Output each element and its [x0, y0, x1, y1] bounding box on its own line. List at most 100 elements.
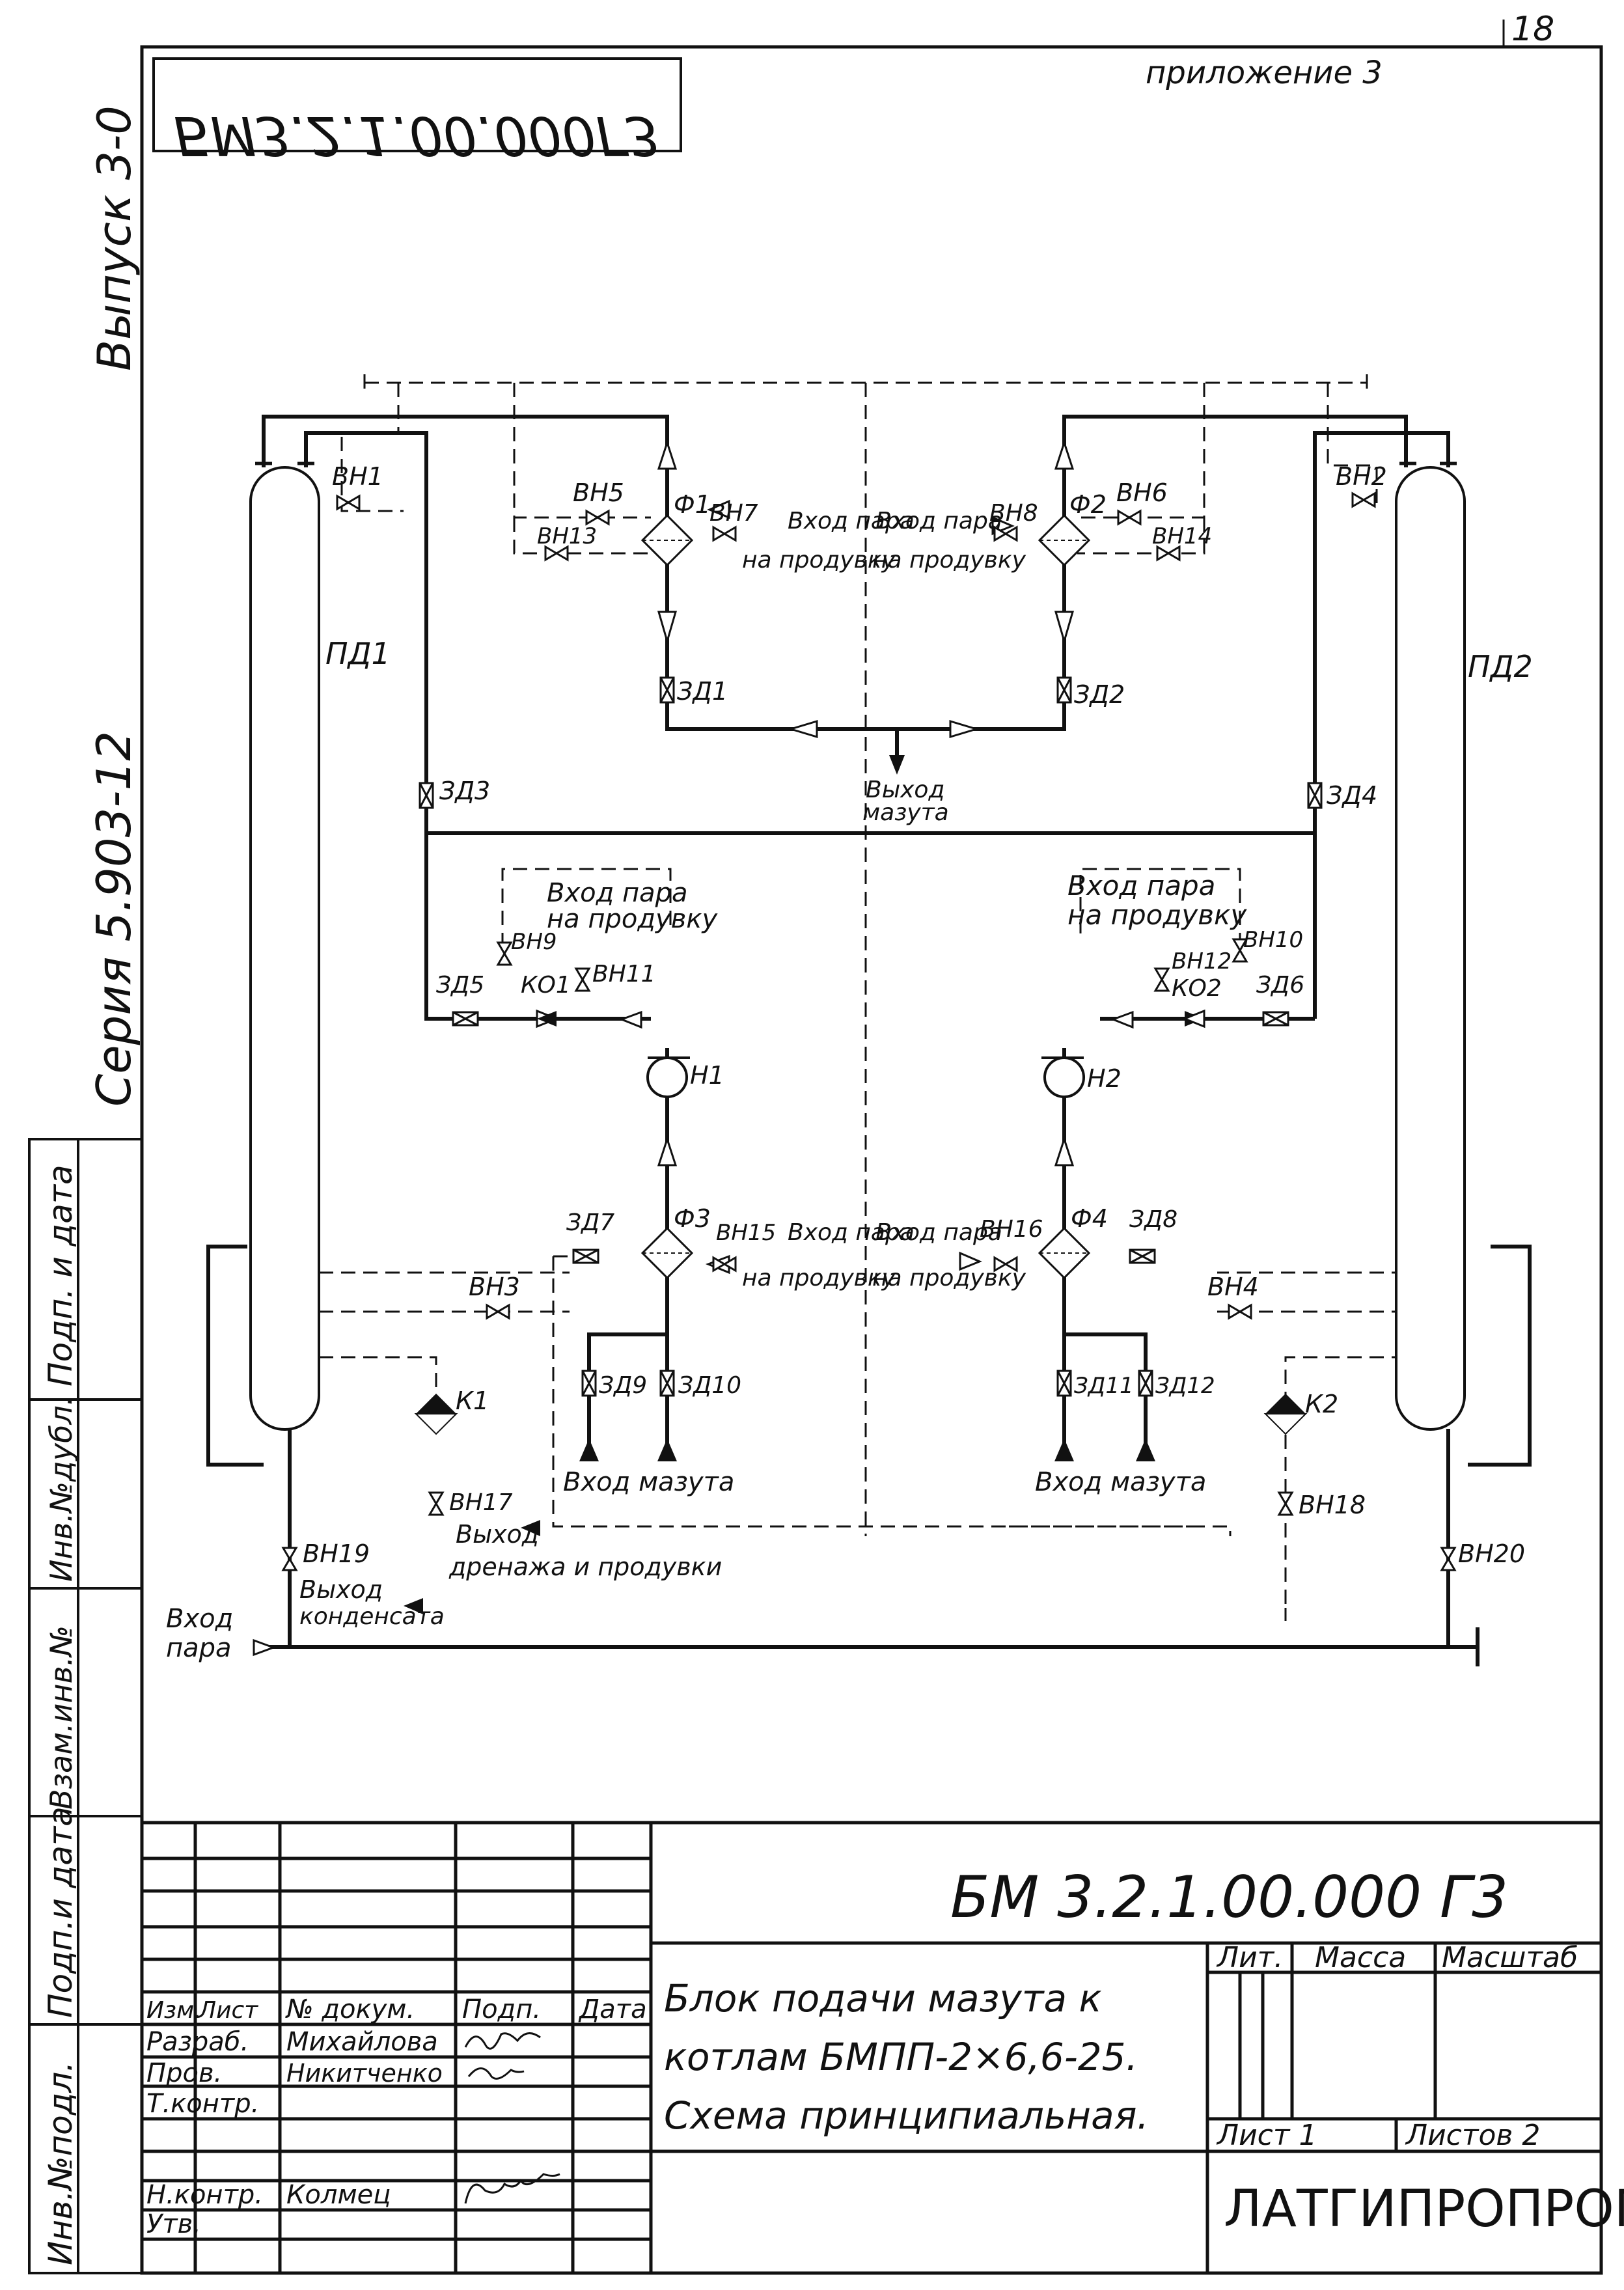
trap-k1: [414, 1393, 458, 1435]
pump-label-n2: Н2: [1087, 1064, 1122, 1093]
gate-label-zd12: ЗД12: [1155, 1373, 1215, 1399]
pump-label-n1: Н1: [690, 1061, 724, 1090]
gate-label-zd8: ЗД8: [1129, 1206, 1177, 1233]
steam-in-label-5b: на продувку: [742, 1265, 896, 1291]
col-header-doc: № докум.: [285, 1994, 415, 2024]
drain-label-b: дренажа и продувки: [448, 1552, 722, 1581]
role-row-1: Разраб.: [146, 2027, 249, 2057]
valve-label-vn19: ВН19: [303, 1539, 370, 1568]
valve-label-vn15: ВН15: [716, 1220, 776, 1246]
valve-label-vn16: ВН16: [980, 1216, 1043, 1243]
sheets-label: Листов 2: [1405, 2119, 1540, 2152]
vessel-pd2: [1395, 462, 1466, 1431]
col-header-izm: Изм.: [146, 1997, 202, 2024]
side-stamp: [28, 1138, 143, 2274]
gate-label-zd5: ЗД5: [436, 972, 484, 999]
appendix-label: приложение 3: [1146, 55, 1383, 91]
steam-in-label-1a: Вход пара: [788, 508, 915, 534]
margin-series: Серия 5.903-12: [87, 731, 141, 1107]
col-header-date: Дата: [578, 1994, 647, 2024]
role-row-6: Утв.: [146, 2209, 201, 2239]
valve-label-vn6: ВН6: [1116, 478, 1168, 507]
margin-issue: Выпуск 3-0: [88, 105, 141, 371]
gate-label-zd3: ЗД3: [439, 777, 490, 805]
check-label-ko1: КО1: [521, 972, 571, 999]
margin-field-1: Подп. и дата: [42, 1165, 79, 1386]
valve-label-vn1: ВН1: [332, 462, 383, 491]
margin-field-4: Подп.и дата: [42, 1806, 79, 2018]
valve-label-vn3: ВН3: [469, 1273, 520, 1301]
valve-label-vn20: ВН20: [1458, 1539, 1525, 1568]
valve-label-vn8: ВН8: [989, 500, 1038, 527]
steam-in-label-2a: Вход пара: [875, 508, 1002, 534]
fuel-in-label-right: Вход мазута: [1035, 1467, 1206, 1497]
role-row-5: Н.контр.: [146, 2180, 263, 2210]
fuel-solid-pipes: [206, 415, 1532, 1666]
mirrored-code: БМ3.2.1.00.000Г3: [174, 104, 660, 166]
title-line-3: Схема принципиальная.: [664, 2093, 1149, 2138]
gate-label-zd7: ЗД7: [566, 1209, 614, 1236]
condensate-label-a: Выход: [299, 1575, 383, 1604]
check-ko2: [1181, 1009, 1205, 1028]
valve-label-vn4: ВН4: [1207, 1273, 1259, 1301]
col-header-sign: Подп.: [462, 1994, 541, 2024]
sheet-label: Лист 1: [1216, 2119, 1317, 2152]
scale-label: Масштаб: [1442, 1941, 1578, 1974]
steam-in-label-3a: Вход пара: [547, 878, 688, 908]
name-row-2: Никитченко: [286, 2059, 443, 2088]
steam-in-label-6a: Вход пара: [875, 1219, 1002, 1246]
steam-in-label-3b: на продувку: [547, 904, 718, 934]
mirrored-stamp-box: [152, 57, 682, 152]
trap-label-k2: К2: [1305, 1390, 1338, 1418]
signatures: [464, 2032, 560, 2204]
valve-label-vn13: ВН13: [537, 523, 597, 549]
gate-label-zd9: ЗД9: [599, 1372, 647, 1399]
drawing-frame: [140, 45, 1603, 2275]
valve-label-vn10: ВН10: [1243, 927, 1303, 953]
organization: ЛАТГИПРОПРОМ: [1224, 2180, 1624, 2239]
steam-main-label-a: Вход: [166, 1604, 233, 1634]
gate-label-zd4: ЗД4: [1327, 781, 1377, 810]
vessel-pd1: [249, 462, 320, 1431]
gate-label-zd2: ЗД2: [1074, 680, 1125, 709]
filter-label-f2: Ф2: [1069, 490, 1107, 519]
vessel-label-pd1: ПД1: [325, 636, 391, 671]
flow-arrows: [618, 439, 1134, 1275]
title-block: [142, 1821, 1601, 2273]
steam-in-label-4b: на продувку: [1067, 899, 1247, 931]
pump-n1: [646, 1056, 690, 1098]
name-row-5: Колмец: [286, 2180, 391, 2210]
role-row-2: Пров.: [146, 2058, 222, 2088]
trap-k2: [1263, 1393, 1308, 1435]
filter-label-f1: Ф1: [674, 490, 711, 519]
title-line-2: котлам БМПП-2×6,6-25.: [664, 2035, 1138, 2079]
steam-in-label-2b: на продувку: [872, 547, 1026, 573]
steam-in-label-6b: на продувку: [872, 1265, 1026, 1291]
sheet-number: 18: [1511, 10, 1554, 49]
name-row-1: Михайлова: [286, 2027, 438, 2057]
filter-label-f3: Ф3: [674, 1204, 711, 1233]
valve-label-vn7: ВН7: [709, 500, 758, 527]
condensate-arrow: [404, 1598, 423, 1614]
check-label-ko2: КО2: [1172, 975, 1222, 1002]
role-row-3: Т.контр.: [146, 2089, 259, 2119]
vessel-label-pd2: ПД2: [1468, 649, 1533, 684]
col-header-list: Лист: [197, 1997, 258, 2024]
mass-label: Масса: [1315, 1941, 1406, 1974]
margin-field-5: Инв.№подл.: [42, 2062, 79, 2265]
valve-label-vn11: ВН11: [592, 961, 656, 987]
valve-label-vn17: ВН17: [449, 1489, 513, 1516]
steam-in-label-4a: Вход пара: [1067, 870, 1215, 902]
steam-main-label-b: пара: [166, 1633, 232, 1663]
drain-arrow: [521, 1520, 540, 1536]
gate-label-zd6: ЗД6: [1256, 972, 1304, 999]
check-ko1: [536, 1009, 560, 1028]
valve-label-vn18: ВН18: [1299, 1491, 1366, 1519]
pump-n2: [1041, 1056, 1085, 1098]
valve-label-vn14: ВН14: [1152, 523, 1212, 549]
steam-in-label-1b: на продувку: [742, 547, 896, 573]
fuel-out-label-b: мазута: [862, 799, 949, 826]
steam-in-label-5a: Вход пара: [788, 1219, 915, 1246]
fuel-in-label-left: Вход мазута: [563, 1467, 734, 1497]
